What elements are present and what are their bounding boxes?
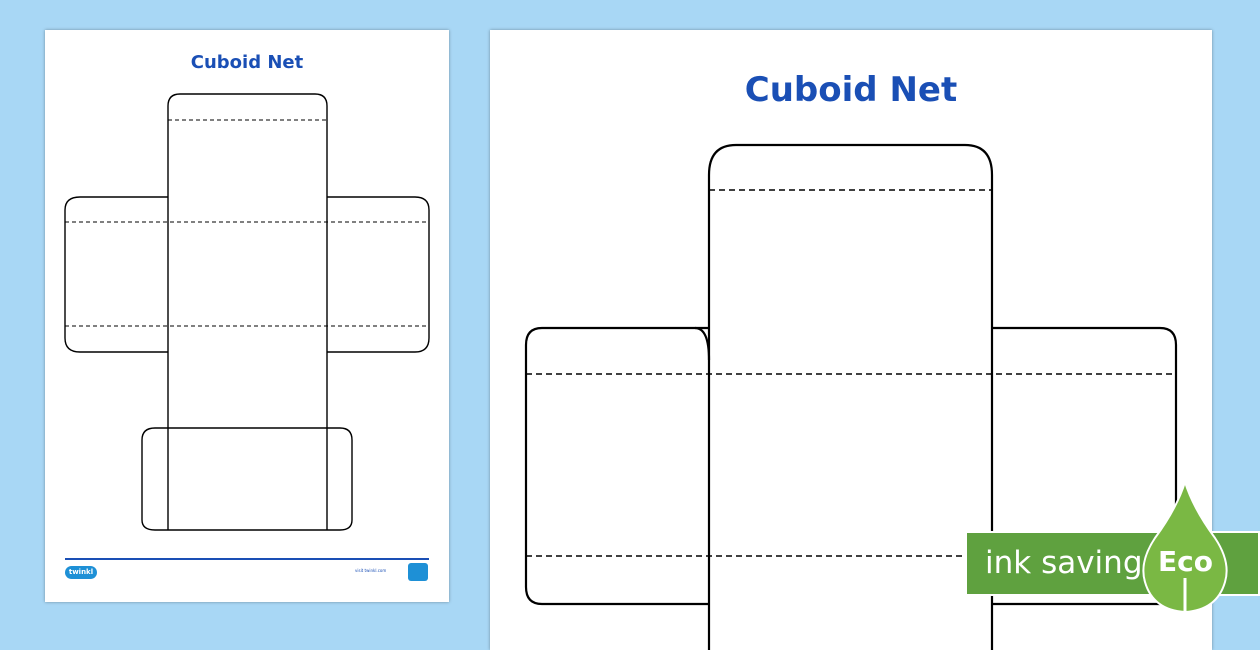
thumbnail-page: Cuboid Net twinkl visit twinkl.com: [45, 30, 449, 602]
thumb-left-face: [64, 196, 168, 353]
thumb-top-flap: [167, 93, 328, 120]
thumbnail-title: Cuboid Net: [190, 52, 304, 73]
main-top-flap: [707, 143, 994, 190]
main-sheet-title: Cuboid Net: [744, 70, 958, 110]
eco-leaf-drop-icon: [1142, 478, 1228, 616]
footer-rule: [65, 558, 429, 560]
visit-text: visit twinkl.com: [355, 568, 387, 573]
main-left-face: [524, 326, 709, 606]
thumb-central-strip: [167, 120, 328, 530]
eco-badge-label: Eco: [1158, 545, 1213, 578]
thumb-bottom-flap: [141, 427, 168, 531]
main-central-strip: [707, 190, 994, 650]
thumb-right-face: [327, 196, 430, 353]
main-cuboid-net: [524, 143, 1178, 650]
twinkl-logo: twinkl: [65, 566, 97, 579]
thumbnail-cuboid-net: [64, 93, 430, 531]
ink-saving-label: ink saving: [985, 545, 1143, 581]
quality-badge-icon: [408, 563, 428, 581]
